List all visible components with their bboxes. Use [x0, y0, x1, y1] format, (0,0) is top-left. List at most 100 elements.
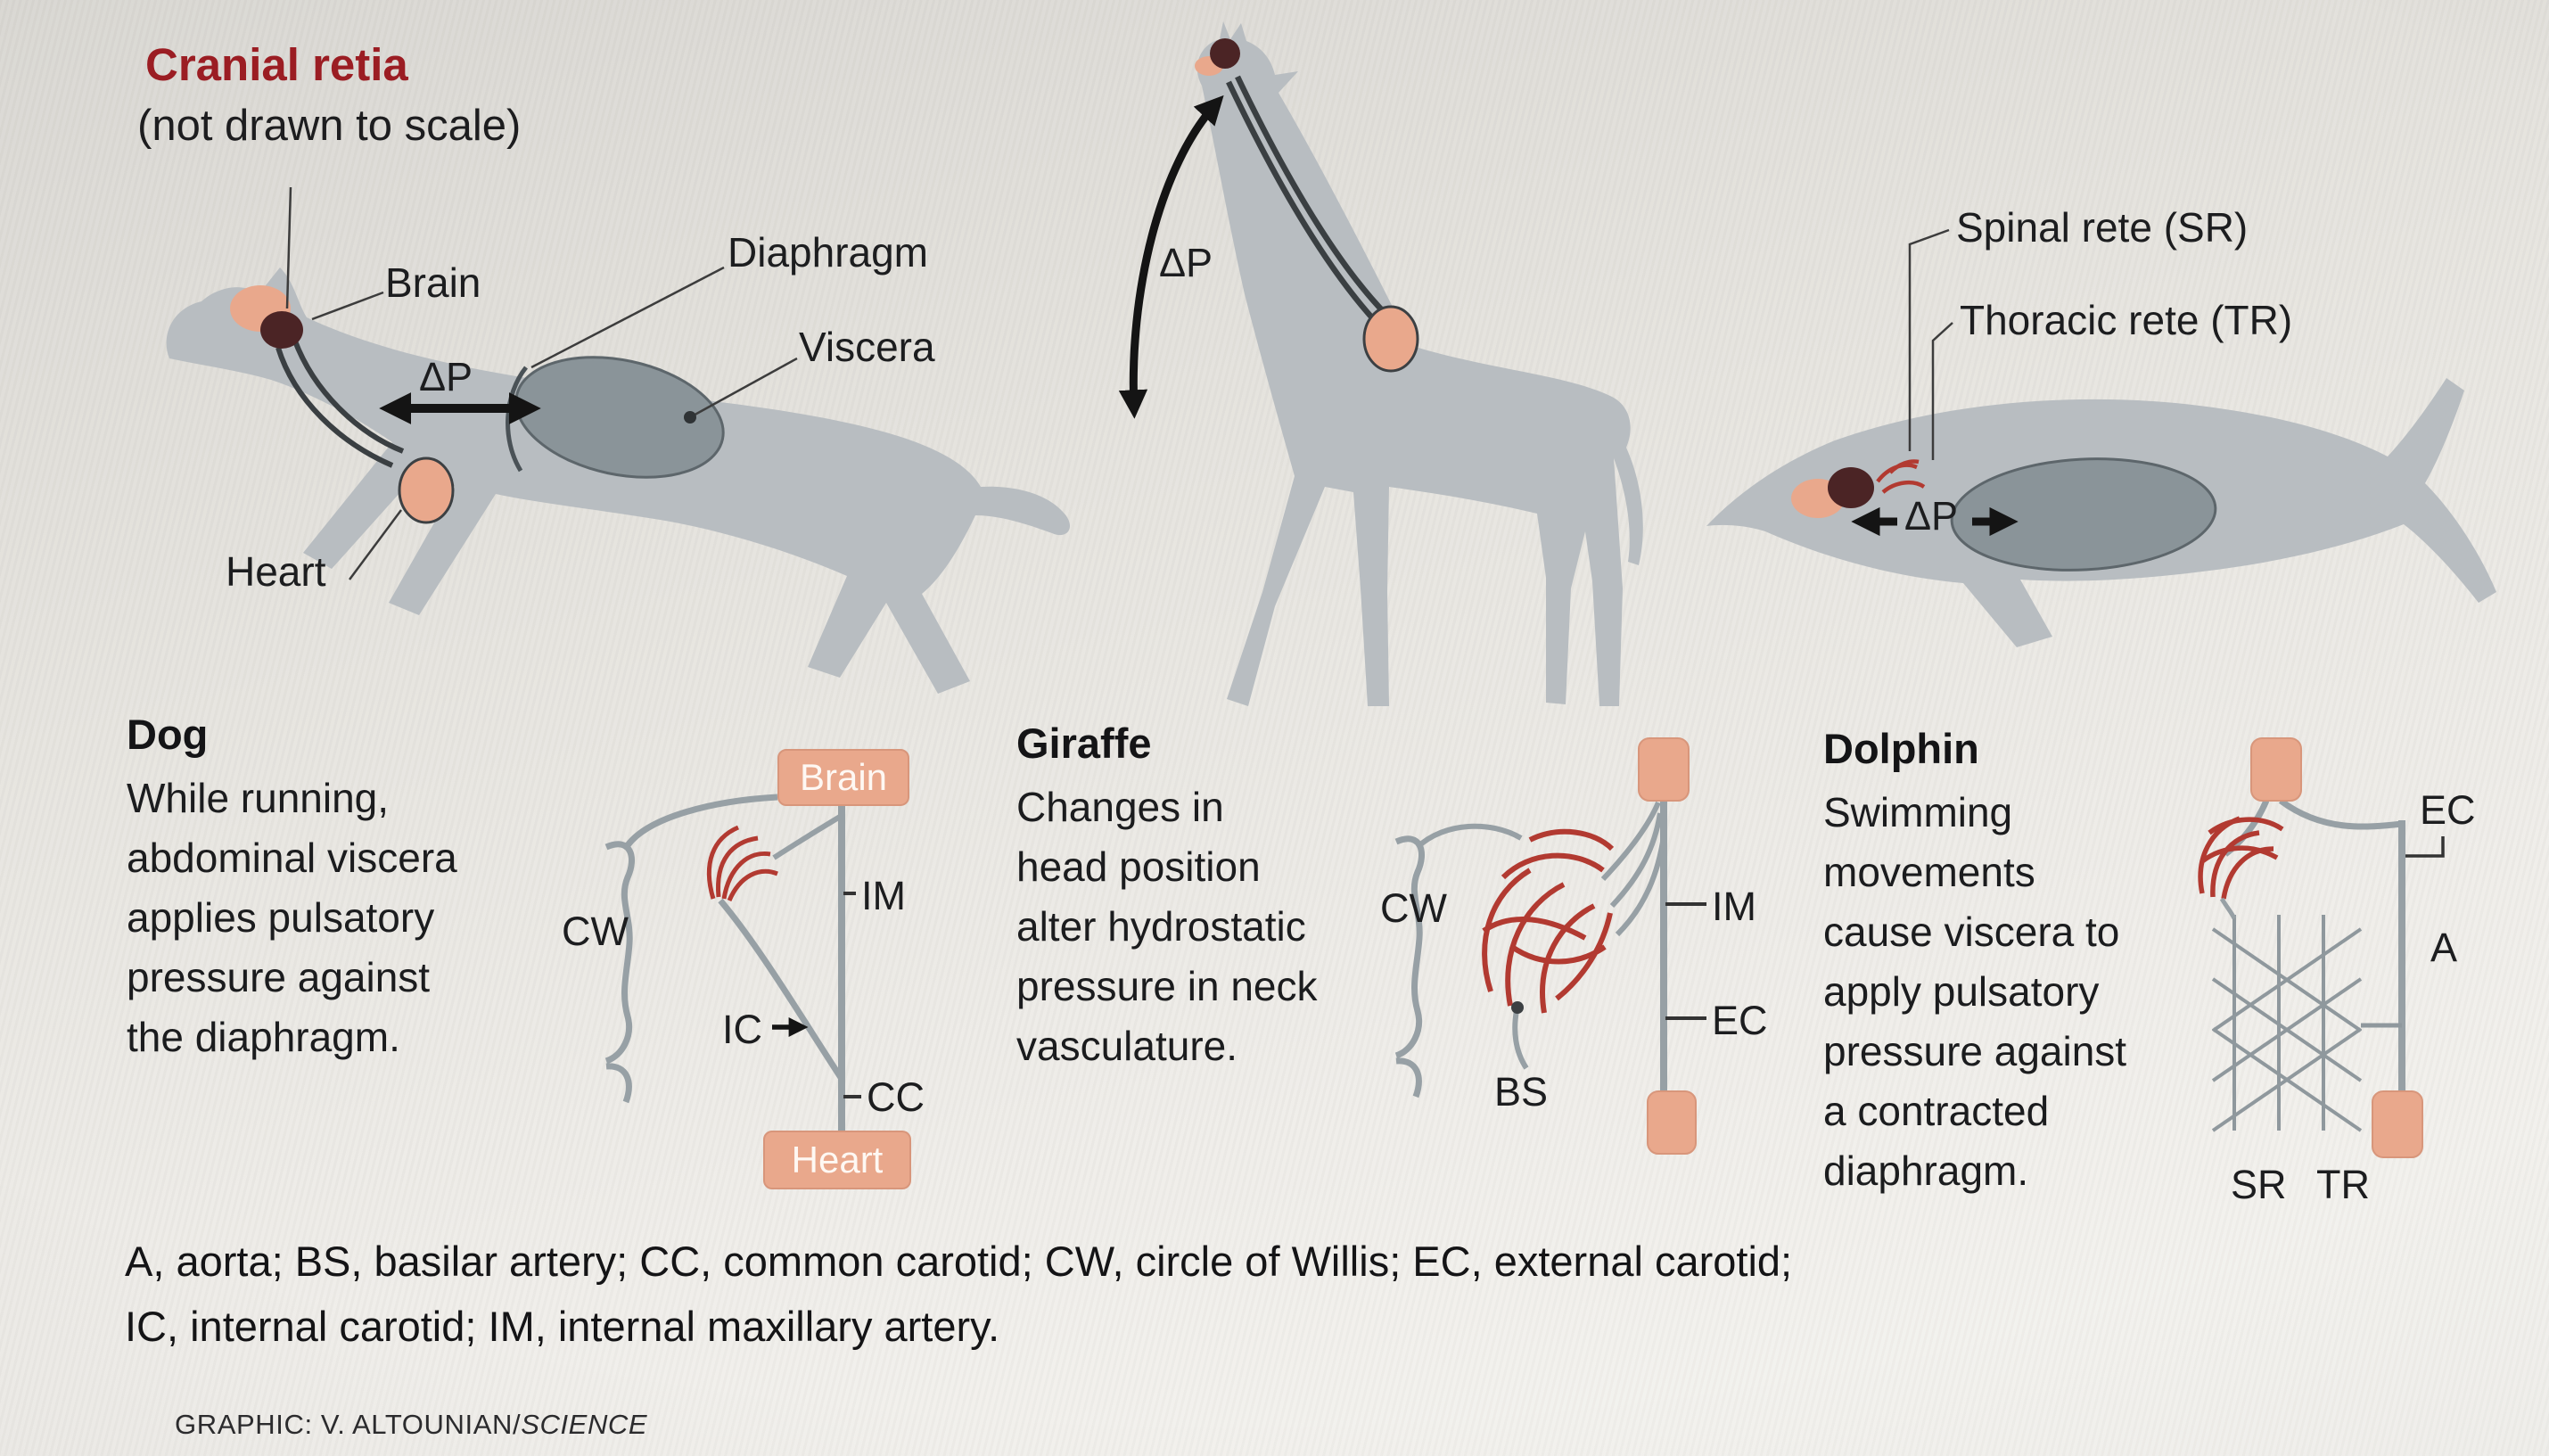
text-line: applies pulsatory [127, 894, 435, 941]
giraffe-rete-fan-to-brain [1600, 801, 1666, 937]
giraffe-vascular-diagram [1394, 737, 1706, 1155]
dolphin-box-links [2223, 798, 2403, 857]
dolphin-figure-art [1706, 228, 2496, 647]
dolphin-rete-network [2198, 816, 2284, 900]
dog-diagram-brain-box: Brain [777, 749, 909, 806]
graphic-credit: GRAPHIC: V. ALTOUNIAN/SCIENCE [175, 1409, 647, 1441]
giraffe-brain-box [1638, 737, 1690, 802]
dolphin-a-label: A [2430, 925, 2458, 970]
giraffe-im-label: IM [1712, 884, 1756, 929]
dog-panel-heading: Dog [127, 711, 209, 758]
dolphin-tr-label: TR [2316, 1162, 2370, 1207]
brain-box-label: Brain [799, 756, 888, 798]
viscera-connector-dot [684, 411, 696, 424]
dolphin-rete-to-mesh [2219, 897, 2237, 920]
dog-brain-blob [260, 311, 303, 349]
text-line: pressure against [127, 954, 431, 1000]
dog-brain-label: Brain [385, 259, 481, 306]
giraffe-ec-label: EC [1712, 998, 1768, 1043]
giraffe-heart-blob [1362, 305, 1419, 373]
text-line: cause viscera to [1823, 909, 2120, 955]
giraffe-silhouette [1196, 21, 1643, 706]
dolphin-panel-text: Swimming movements cause viscera to appl… [1823, 783, 2126, 1201]
giraffe-figure-art [1118, 21, 1643, 706]
text-line: apply pulsatory [1823, 968, 2100, 1015]
dog-diaphragm-label: Diaphragm [728, 229, 928, 276]
thoracic-rete-connector [1931, 322, 1953, 460]
dolphin-brain-blob [1828, 467, 1874, 508]
dolphin-mesh-network [2211, 915, 2363, 1132]
dolphin-ec-label: EC [2420, 787, 2476, 833]
text-line: alter hydrostatic [1016, 903, 1306, 950]
giraffe-deltaP-arrow [1118, 95, 1224, 419]
dog-vessel-to-brain [625, 794, 778, 848]
credit-prefix: GRAPHIC: V. ALTOUNIAN/ [175, 1409, 522, 1440]
text-line: diaphragm. [1823, 1148, 2029, 1194]
dolphin-brain-box [2250, 737, 2302, 802]
dolphin-panel-heading: Dolphin [1823, 725, 1979, 772]
figure-title: Cranial retia [145, 39, 408, 90]
dog-silhouette [166, 267, 1071, 694]
text-line: vasculature. [1016, 1023, 1238, 1069]
text-line: the diaphragm. [127, 1014, 400, 1060]
dolphin-viscera [1950, 457, 2217, 572]
giraffe-cw-label: CW [1380, 885, 1447, 931]
figure-subtitle: (not drawn to scale) [137, 102, 522, 150]
giraffe-brain-blob [1210, 38, 1240, 69]
text-line: pressure in neck [1016, 963, 1318, 1009]
text-line: movements [1823, 849, 2035, 895]
dolphin-heart-box [2372, 1090, 2423, 1158]
dog-panel-text: While running, abdominal viscera applies… [127, 769, 457, 1067]
dolphin-vascular-diagram [2198, 737, 2445, 1158]
dog-neck-arteries [275, 337, 405, 468]
dolphin-small-retia [1876, 459, 1926, 494]
text-line: pressure against [1823, 1028, 2127, 1074]
spinal-rete-connector [1908, 228, 1950, 451]
dolphin-ec-bracket [2405, 836, 2445, 858]
dog-im-label: IM [861, 873, 906, 918]
giraffe-panel-heading: Giraffe [1016, 720, 1152, 767]
text-line: Changes in [1016, 784, 1224, 830]
dog-vascular-diagram [604, 794, 861, 1132]
giraffe-bs-label: BS [1494, 1069, 1549, 1115]
dog-heart-label: Heart [226, 548, 326, 595]
dog-rete-to-vessel [772, 814, 842, 860]
dog-heart-blob [398, 457, 455, 524]
dog-ic-vessel [718, 898, 844, 1081]
dog-ic-label: IC [722, 1007, 762, 1052]
giraffe-bs-node [1511, 1001, 1524, 1014]
giraffe-neck-arteries [1226, 75, 1388, 325]
cranial-retia-connector [285, 186, 292, 309]
giraffe-deltaP-label: ΔP [1159, 240, 1213, 285]
giraffe-rete-network [1482, 828, 1615, 1014]
giraffe-bs-vessel [1512, 1005, 1529, 1070]
dog-cc-label: CC [867, 1074, 925, 1120]
credit-source: SCIENCE [521, 1409, 648, 1440]
giraffe-cw-vessel-wavy [1394, 835, 1425, 1098]
legend-line: A, aorta; BS, basilar artery; CC, common… [125, 1238, 1793, 1285]
text-line: Swimming [1823, 789, 2013, 835]
diaphragm-label-connector [530, 266, 725, 369]
abbreviation-legend: A, aorta; BS, basilar artery; CC, common… [125, 1229, 1792, 1359]
heart-box-label: Heart [791, 1139, 884, 1180]
dog-cw-vessel-wavy [604, 841, 635, 1104]
dolphin-deltaP-label: ΔP [1904, 493, 1959, 539]
dolphin-spinal-rete-label: Spinal rete (SR) [1956, 204, 2249, 251]
dog-cw-label: CW [562, 909, 629, 954]
dolphin-thoracic-rete-label: Thoracic rete (TR) [1960, 297, 2293, 343]
text-line: abdominal viscera [127, 835, 457, 881]
dog-viscera-label: Viscera [799, 324, 935, 370]
heart-label-connector [348, 509, 403, 580]
giraffe-heart-box [1647, 1090, 1697, 1155]
dog-figure-art [166, 186, 1071, 694]
text-line: While running, [127, 775, 390, 821]
viscera-label-connector [689, 357, 798, 419]
text-line: head position [1016, 843, 1261, 890]
giraffe-panel-text: Changes in head position alter hydrostat… [1016, 777, 1318, 1076]
dolphin-sr-label: SR [2231, 1162, 2287, 1207]
text-line: a contracted [1823, 1088, 2050, 1134]
legend-line: IC, internal carotid; IM, internal maxil… [125, 1303, 1000, 1350]
dog-rete-network [706, 825, 778, 902]
